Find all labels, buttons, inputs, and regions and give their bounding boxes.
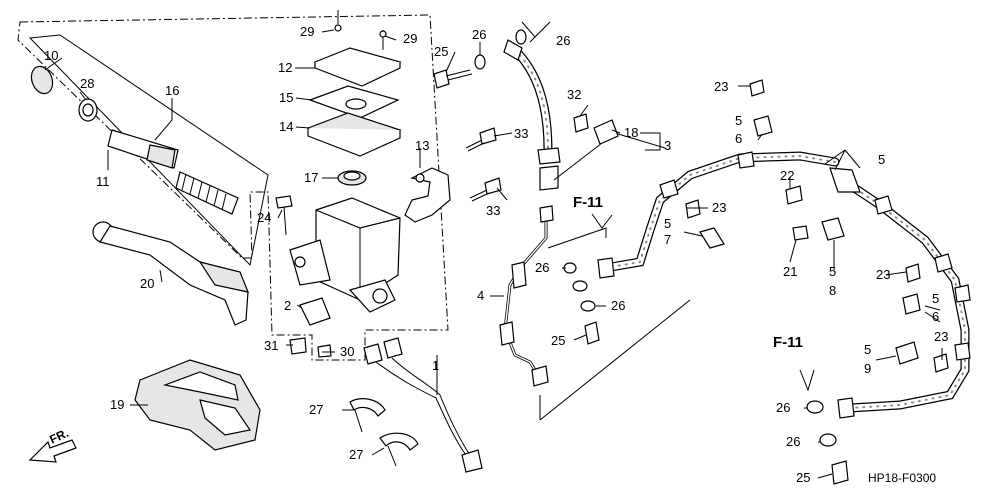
callout-25-a: 25 (434, 44, 448, 59)
upper-brake-hose (503, 39, 561, 191)
callout-4: 4 (477, 288, 484, 303)
callout-23-d: 23 (934, 329, 948, 344)
callout-26-d: 26 (611, 298, 625, 313)
leader-line (539, 299, 691, 421)
callout-8: 8 (829, 283, 836, 298)
callout-26-c: 26 (535, 260, 549, 275)
piston-kit-box (28, 34, 269, 267)
callout-1: 1 (432, 358, 439, 373)
callout-33-b: 33 (486, 203, 500, 218)
callout-17: 17 (304, 170, 318, 185)
hose-clamps (563, 79, 949, 485)
switch-housing (134, 359, 261, 451)
callout-27-b: 27 (349, 447, 363, 462)
callout-24: 24 (257, 210, 271, 225)
callout-5-b: 5 (735, 113, 742, 128)
callout-22: 22 (780, 168, 794, 183)
callout-28: 28 (80, 76, 94, 91)
callout-26-e: 26 (776, 400, 790, 415)
callout-29-b: 29 (403, 31, 417, 46)
callout-23-b: 23 (714, 79, 728, 94)
harness-clips (349, 398, 419, 467)
leader-line (547, 227, 607, 249)
callout-6-a: 6 (735, 131, 742, 146)
callout-21: 21 (783, 264, 797, 279)
brake-switch (275, 195, 332, 358)
brake-lever (92, 221, 249, 326)
callout-11: 11 (96, 174, 110, 189)
callout-3: 3 (664, 138, 671, 153)
callout-23-a: 23 (712, 200, 726, 215)
leader-lines (44, 21, 943, 479)
callout-16: 16 (165, 83, 179, 98)
switch-harness (363, 337, 483, 473)
callout-19: 19 (110, 397, 124, 412)
callout-25-b: 25 (551, 333, 565, 348)
callout-15: 15 (279, 90, 293, 105)
callout-29-a: 29 (300, 24, 314, 39)
handlebar-clamp (404, 167, 451, 223)
callout-18: 18 (624, 125, 638, 140)
front-hoses (597, 151, 971, 419)
callout-26-a: 26 (472, 27, 486, 42)
reference-f11-right: F-11 (773, 334, 803, 351)
reference-f11-left: F-11 (573, 194, 603, 211)
piston-kit (30, 65, 239, 215)
master-cylinder-body (289, 197, 401, 313)
callout-32: 32 (567, 87, 581, 102)
front-arrow-icon (28, 439, 77, 463)
callout-14: 14 (279, 119, 293, 134)
callout-10: 10 (44, 48, 58, 63)
callout-23-c: 23 (876, 267, 890, 282)
callout-5-a: 5 (664, 216, 671, 231)
callout-9: 9 (864, 361, 871, 376)
callout-13: 13 (415, 138, 429, 153)
callout-25-c: 25 (796, 470, 810, 485)
ref-arrow (591, 213, 613, 229)
banjo-bolts (433, 29, 527, 202)
callout-7: 7 (664, 232, 671, 247)
callout-5-f: 5 (864, 342, 871, 357)
diagram-code: HP18-F0300 (868, 471, 936, 485)
callout-5-d: 5 (829, 264, 836, 279)
callout-2: 2 (284, 298, 291, 313)
callout-30: 30 (340, 344, 354, 359)
callout-5-c: 5 (878, 152, 885, 167)
callout-31: 31 (264, 338, 278, 353)
callout-6-b: 6 (932, 309, 939, 324)
callout-20: 20 (140, 276, 154, 291)
callout-27-a: 27 (309, 402, 323, 417)
callout-5-e: 5 (932, 291, 939, 306)
callout-33-a: 33 (514, 126, 528, 141)
brake-pipe (499, 205, 554, 387)
callout-26-b: 26 (556, 33, 570, 48)
callout-12: 12 (278, 60, 292, 75)
callout-26-f: 26 (786, 434, 800, 449)
